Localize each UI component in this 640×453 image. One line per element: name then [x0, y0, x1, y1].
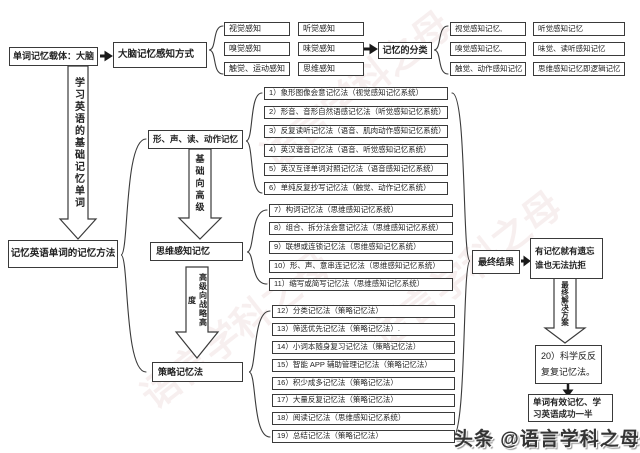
- method-item-11: 11）缩写或简写记忆法（思维感知记忆系统）: [269, 278, 453, 291]
- footer-watermark: 头条 @语言学科之母: [454, 429, 640, 450]
- memory-type-box-taste: 味觉、读听感知记忆: [533, 42, 625, 56]
- method-item-6: 6）单纯反复抄写记忆法（触觉、动作记忆系统）: [264, 182, 448, 195]
- forgetting-box: 有记忆就有遗忘 谁也无法抗拒: [530, 238, 603, 279]
- method-item-9: 9）联想或连锁记忆法（思维感知记忆系统）: [269, 241, 453, 254]
- arrowhead-result-to-forget: [524, 257, 530, 266]
- hollow-arrow-learning-basis: [60, 66, 96, 239]
- method20-box: 20）科学反反复复记忆法。: [535, 345, 602, 384]
- perception-mode-box: 大脑记忆感知方式: [113, 42, 207, 68]
- method-item-2: 2）形音、音形自然语感记忆法（听觉感知记忆系统）: [264, 106, 448, 119]
- category-box-strategy: 策略记忆法: [152, 362, 243, 382]
- method-item-5: 5）英汉互译单词对照记忆法（语音感知记忆系统）: [264, 163, 448, 176]
- hollow-arrow-advanced-to-strategy: [176, 267, 218, 358]
- memory-type-box-logical: 思维感知记忆即逻辑记忆: [533, 62, 625, 76]
- carrier-box: 单词记忆载体：大脑: [9, 47, 98, 66]
- brace-strategy-to-items: [249, 311, 270, 437]
- category-box-thinking: 思维感知记忆: [150, 242, 243, 261]
- arrowhead-perception-to-classification: [370, 45, 377, 54]
- final-solution-arrow-label: 最终解决方案: [560, 280, 570, 326]
- perception-box-thinking: 思维感知: [298, 62, 364, 76]
- hollow-arrow-final-solution: [545, 278, 585, 343]
- memory-type-box-touch-action: 触觉、动作感知记忆: [450, 62, 526, 76]
- arrowhead-carrier-to-mode: [105, 52, 112, 61]
- perception-box-auditory: 听觉感知: [298, 22, 364, 36]
- perception-box-taste: 味觉感知: [298, 42, 364, 56]
- learning-basis-arrow-label: 学习英语的基础记忆单词: [72, 77, 84, 209]
- perception-box-visual: 视觉感知: [224, 22, 290, 36]
- brace-items-to-result: [452, 93, 470, 438]
- hollow-arrow-basic-to-advanced: [179, 149, 221, 239]
- advanced-to-strategy-arrow-label: 高级向战略高度: [187, 273, 208, 327]
- method-item-18: 18）阅读记忆法（思维感知记忆系统）: [272, 412, 455, 425]
- brace-mode-to-perception: [209, 26, 223, 74]
- success-box: 单词有效记忆、学习英语成功一半: [528, 394, 613, 422]
- brace-methods-to-categories: [121, 139, 146, 372]
- method-item-8: 8）组合、拆分法会意记忆法（思维感知记忆系统）: [269, 222, 453, 235]
- final-result-box: 最终结果: [472, 250, 520, 274]
- method-item-4: 4）英汉谐音记忆法（语音、听觉感知记忆系统）: [264, 144, 448, 157]
- method-item-16: 16）积少成多记忆法（策略记忆法）: [272, 377, 455, 390]
- method-item-1: 1）象形图像会意记忆法（视觉感知记忆系统）: [264, 87, 448, 100]
- classification-box: 记忆的分类: [378, 42, 432, 59]
- brace-thinking-to-items: [247, 210, 267, 284]
- method-item-13: 13）筛选优先记忆法（策略记忆法）.: [272, 323, 455, 336]
- brace-classification-to-types: [434, 26, 448, 74]
- category-box-basic: 形、声、读、动作记忆: [148, 130, 243, 149]
- memory-type-box-visual: 视觉感知记忆,: [450, 22, 526, 36]
- method-item-10: 10）形、声、意串连记忆法（思维感知记忆系统）: [269, 260, 453, 273]
- method-item-17: 17）大量反复记忆法（策略记忆法）: [272, 394, 455, 407]
- methods-box: 记忆英语单词的记忆方法: [8, 240, 118, 268]
- memory-type-box-auditory: 听觉感知记忆: [533, 22, 625, 36]
- brace-basic-to-items: [246, 93, 262, 193]
- method-item-15: 15）智能 APP 辅助管理记忆法（策略记忆法）: [272, 359, 455, 372]
- method-item-19: 19）总结记忆法（策略记忆法）: [272, 430, 455, 443]
- method-item-12: 12）分类记忆法（策略记忆法）: [272, 305, 455, 318]
- perception-box-touch-motion: 触觉、运动感知: [224, 62, 290, 76]
- perception-box-smell: 嗅觉感知: [224, 42, 290, 56]
- arrowhead-method20-to-success: [564, 390, 573, 396]
- method-item-3: 3）反复读听记忆法（语音、肌肉动作感知记忆系统）: [264, 125, 448, 138]
- memory-type-box-smell: 嗅觉感知记忆,: [450, 42, 526, 56]
- method-item-7: 7）构词记忆法（思维感知记忆系统）: [269, 204, 453, 217]
- method-item-14: 14）小词本随身复习记忆法（策略记忆法）: [272, 341, 455, 354]
- basic-to-advanced-arrow-label: 基础向高级: [194, 154, 205, 214]
